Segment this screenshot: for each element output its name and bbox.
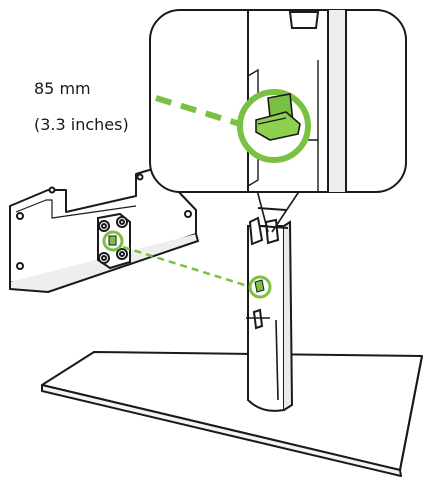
- stand-column: [246, 207, 294, 412]
- stand-hook-highlight: [248, 275, 272, 299]
- magnified-hook-icon: [149, 9, 407, 193]
- stand-base: [41, 351, 423, 477]
- adapter-highlight: [102, 230, 124, 252]
- callout-dashed-line: [155, 95, 241, 127]
- measurement-inches: (3.3 inches): [34, 115, 129, 134]
- alignment-dashed-line: [122, 245, 252, 289]
- measurement-mm: 85 mm: [34, 79, 91, 98]
- callout-pointer: [256, 189, 301, 233]
- hook-icon: [255, 93, 301, 141]
